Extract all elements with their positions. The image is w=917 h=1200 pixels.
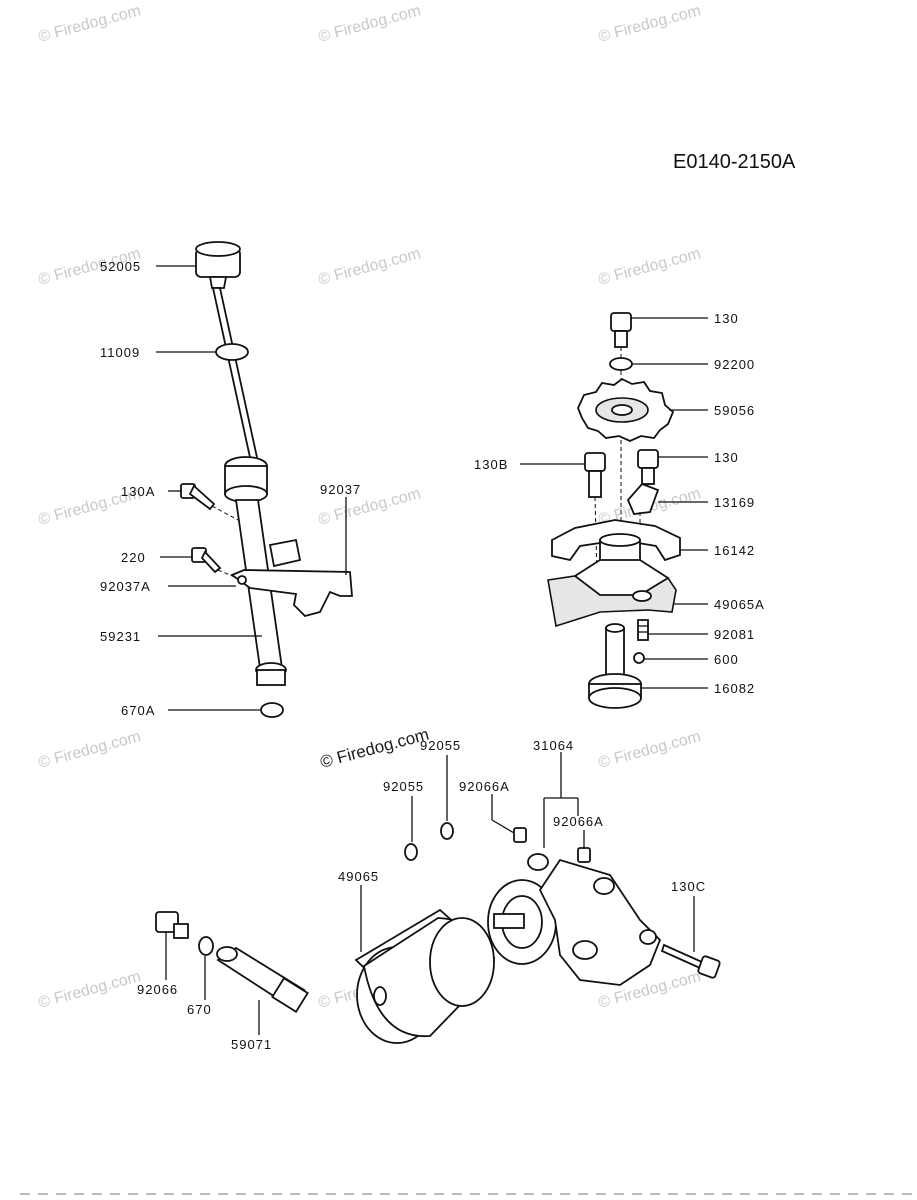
oil-pump-assembly: [547, 312, 681, 709]
dipstick-cap: [195, 241, 241, 289]
oil-filter-49065: [354, 908, 496, 1044]
gear-59056: [577, 377, 675, 442]
o-ring-670a: [260, 702, 284, 718]
label-52005: 52005: [100, 259, 141, 274]
watermark: © Firedog.com: [37, 728, 143, 772]
bolt-130b: [584, 452, 606, 498]
label-49065a: 49065A: [714, 597, 765, 612]
pin-92081: [637, 619, 649, 641]
bolt-130-top: [610, 312, 632, 348]
fitting-92066: [155, 911, 189, 939]
bolt-130a: [180, 483, 216, 511]
watermark-layer: © Firedog.com © Firedog.com © Firedog.co…: [37, 2, 703, 1012]
label-92055-upper: 92055: [420, 738, 461, 753]
diagram-code: E0140-2150A: [673, 151, 796, 173]
pipe-59071: [216, 946, 309, 1013]
label-92066: 92066: [137, 982, 178, 997]
clamp-bracket: [230, 538, 353, 618]
fitting-92066a-b: [577, 847, 591, 863]
label-92066a-right: 92066A: [553, 814, 604, 829]
label-92081: 92081: [714, 627, 755, 642]
label-670: 670: [187, 1002, 212, 1017]
fitting-92066a-a: [513, 827, 527, 843]
dipstick-o-ring: [215, 343, 249, 361]
label-92037: 92037: [320, 482, 361, 497]
label-13169: 13169: [714, 495, 755, 510]
oil-filter-assembly: [155, 822, 721, 1044]
label-220: 220: [121, 550, 146, 565]
bolt-220: [191, 547, 222, 574]
watermark: © Firedog.com: [37, 968, 143, 1012]
o-ring-670: [198, 936, 214, 956]
label-31064: 31064: [533, 738, 574, 753]
label-600: 600: [714, 652, 739, 667]
label-59071: 59071: [231, 1037, 272, 1052]
watermark: © Firedog.com: [597, 245, 703, 289]
label-11009: 11009: [100, 345, 140, 360]
label-92037a: 92037A: [100, 579, 151, 594]
label-59231: 59231: [100, 629, 141, 644]
ball-600: [633, 652, 645, 664]
watermark: © Firedog.com: [597, 2, 703, 46]
o-ring-92055-b: [440, 822, 454, 840]
dipstick-assembly: [180, 241, 353, 718]
watermark-center: © Firedog.com: [318, 725, 431, 772]
leaders-bottom: [165, 752, 695, 1035]
label-16082: 16082: [714, 681, 755, 696]
screen-49065a: [547, 559, 677, 628]
tube-collar: [224, 456, 268, 503]
label-59056: 59056: [714, 403, 755, 418]
label-130c: 130C: [671, 879, 706, 894]
rotor-16082: [588, 623, 642, 709]
label-92066a-left: 92066A: [459, 779, 510, 794]
o-ring-92055-a: [404, 843, 418, 861]
label-670a: 670A: [121, 703, 155, 718]
bolt-130c: [660, 943, 721, 979]
watermark: © Firedog.com: [37, 2, 143, 46]
label-130a: 130A: [121, 484, 155, 499]
label-49065: 49065: [338, 869, 379, 884]
label-130-top: 130: [714, 311, 739, 326]
label-92055-lower: 92055: [383, 779, 424, 794]
washer-92200: [609, 357, 633, 371]
watermark: © Firedog.com: [317, 2, 423, 46]
watermark: © Firedog.com: [597, 728, 703, 772]
leaders-right-top: [520, 317, 708, 689]
dipstick-rod: [211, 287, 260, 463]
label-16142: 16142: [714, 543, 755, 558]
label-130-mid: 130: [714, 450, 739, 465]
filter-mount-31064: [487, 853, 662, 986]
label-130b: 130B: [474, 457, 508, 472]
bolt-130-mid: [637, 449, 659, 485]
plate-13169: [626, 482, 660, 515]
watermark: © Firedog.com: [317, 245, 423, 289]
leaders-left: [156, 265, 347, 711]
label-92200: 92200: [714, 357, 755, 372]
